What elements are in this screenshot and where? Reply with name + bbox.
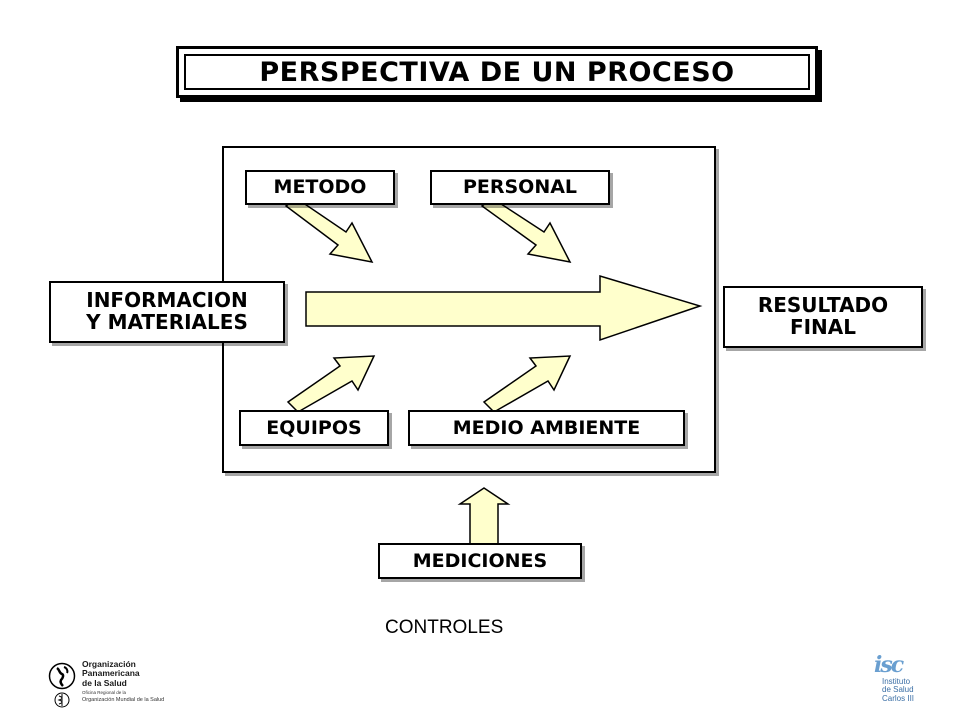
ops-org-name: Organización Panamericana de la Salud <box>82 659 140 688</box>
medio-ambiente-label: MEDIO AMBIENTE <box>452 416 641 439</box>
personal-box: PERSONAL <box>430 170 610 205</box>
ops-who-label: Organización Mundial de la Salud <box>82 697 165 703</box>
metodo-box: METODO <box>245 170 395 205</box>
ops-logo: Organización Panamericana de la Salud Of… <box>48 659 178 710</box>
title-text: PERSPECTIVA DE UN PROCESO <box>259 56 735 88</box>
isciii-name: Instituto de Salud Carlos III <box>882 677 915 703</box>
isciii-logo: isc Instituto de Salud Carlos III <box>868 652 928 712</box>
equipos-arrow <box>286 355 376 413</box>
mediciones-arrow <box>457 487 511 545</box>
who-emblem-icon <box>54 692 70 708</box>
equipos-label: EQUIPOS <box>266 416 362 439</box>
isciii-mark: isc <box>874 652 904 678</box>
ops-regional-label: Oficina Regional de la <box>82 690 127 695</box>
metodo-arrow <box>284 197 374 264</box>
medio-ambiente-box: MEDIO AMBIENTE <box>408 410 685 446</box>
main-process-arrow <box>305 274 703 342</box>
resultado-box: RESULTADO FINAL <box>723 286 923 348</box>
title-inner-border <box>184 54 810 90</box>
equipos-box: EQUIPOS <box>239 410 389 446</box>
personal-label: PERSONAL <box>462 176 578 199</box>
mediciones-box: MEDICIONES <box>378 543 582 579</box>
personal-arrow <box>480 197 572 264</box>
page-title: PERSPECTIVA DE UN PROCESO <box>176 46 818 98</box>
informacion-label: INFORMACION Y MATERIALES <box>86 288 248 334</box>
mediciones-label: MEDICIONES <box>412 549 548 572</box>
resultado-label: RESULTADO FINAL <box>757 293 889 339</box>
globe-icon <box>48 662 76 690</box>
metodo-label: METODO <box>273 176 367 199</box>
informacion-box: INFORMACION Y MATERIALES <box>49 281 285 343</box>
controles-caption: CONTROLES <box>385 617 504 638</box>
medio-ambiente-arrow <box>482 355 572 413</box>
